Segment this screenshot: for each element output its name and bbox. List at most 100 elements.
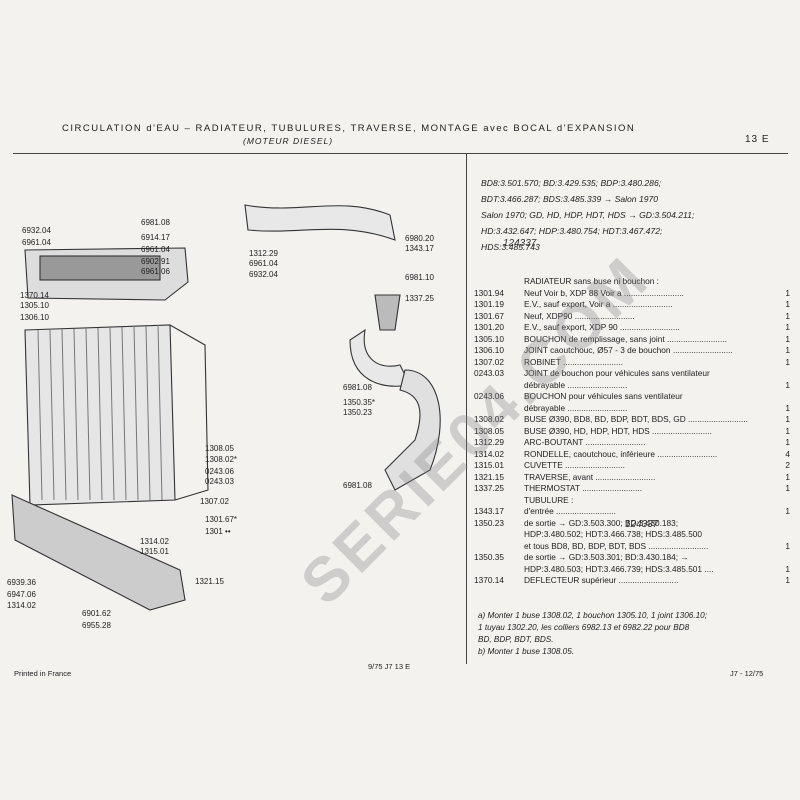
part-description: E.V., sauf export, Voir a ..............… (524, 299, 673, 309)
part-quantity: 1 (785, 379, 790, 390)
part-callout: 1343.17 (405, 244, 434, 253)
part-callout: 6939.36 (7, 578, 36, 587)
part-quantity (778, 518, 790, 530)
part-quantity: 1 (785, 345, 790, 355)
part-quantity: 1 (785, 322, 790, 332)
part-quantity: 1 (785, 299, 790, 309)
part-quantity (778, 391, 790, 403)
part-callout: 1306.10 (20, 313, 49, 322)
part-row: RADIATEUR sans buse ni bouchon : (474, 276, 790, 288)
part-quantity: 1 (785, 540, 790, 551)
part-row: 1350.35 de sortie → GD:3.503.301; BD:3.43… (474, 552, 790, 564)
part-ref: 0243.06 (474, 391, 504, 401)
page-subtitle: (MOTEUR DIESEL) (243, 136, 334, 146)
part-row: HDP:3.480.503; HDT:3.466.739; HDS:3.485.… (474, 564, 790, 576)
serial-line: HDS:3.485.743 (481, 242, 540, 252)
part-callout: 1314.02 (140, 537, 169, 546)
part-quantity: 1 (785, 575, 790, 585)
header-divider (13, 153, 788, 154)
part-ref: 1301.20 (474, 322, 504, 332)
part-description: BUSE Ø390, HD, HDP, HDT, HDS ...........… (524, 425, 712, 436)
part-description: ROBINET .......................... (524, 356, 623, 367)
handwritten-note: 124337 (503, 238, 537, 249)
part-ref (474, 529, 524, 541)
part-ref: 1312.29 (474, 437, 504, 447)
part-row: HDP:3.480.502; HDT:3.466.738; HDS:3.485.… (474, 529, 790, 541)
page-number: 13 E (745, 134, 770, 145)
part-ref: 1350.23 (474, 517, 504, 528)
part-description: E.V., sauf export, XDP 90 ..............… (524, 322, 680, 332)
note-line: BD, BDP, BDT, BDS. (478, 635, 554, 644)
part-callout: 1350.23 (343, 408, 372, 417)
part-description: d'entrée .......................... (524, 506, 616, 516)
part-ref: 1301.19 (474, 299, 504, 309)
part-callout: 1337.25 (405, 294, 434, 303)
part-quantity: 1 (785, 483, 790, 493)
serial-line: BDT:3.466.287; BDS:3.485.339 → Salon 197… (481, 194, 659, 204)
part-description: JOINT de bouchon pour véhicules sans ven… (524, 368, 710, 378)
note-line: a) Monter 1 buse 1308.02, 1 bouchon 1305… (478, 611, 707, 620)
printed-in: Printed in France (14, 669, 72, 678)
part-quantity: 1 (785, 356, 790, 367)
part-description: TRAVERSE, avant ........................… (524, 471, 656, 482)
part-description: RADIATEUR sans buse ni bouchon : (524, 276, 659, 286)
part-quantity (778, 495, 790, 507)
part-ref: 0243.03 (474, 368, 504, 378)
part-quantity: 2 (785, 460, 790, 470)
serial-line: BD8:3.501.570; BD:3.429.535; BDP:3.480.2… (481, 178, 662, 188)
note-line: b) Monter 1 buse 1308.05. (478, 647, 575, 656)
part-callout: 6947.06 (7, 590, 36, 599)
part-ref: 1307.02 (474, 356, 504, 367)
part-callout: 6980.20 (405, 234, 434, 243)
part-callout: 6955.28 (82, 621, 111, 630)
part-ref: 1350.35 (474, 552, 504, 562)
part-quantity (778, 276, 790, 288)
part-callout: 1301 •• (205, 527, 231, 536)
part-description: de sortie → GD:3.503.300; BD:3.430.183; (524, 517, 679, 528)
part-description: et tous BD8, BD, BDP, BDT, BDS .........… (524, 540, 709, 551)
part-quantity: 4 (785, 448, 790, 459)
part-callout: 6961.06 (141, 267, 170, 276)
part-description: ARC-BOUTANT .......................... (524, 437, 646, 447)
part-ref: 1301.67 (474, 310, 504, 321)
page-title: CIRCULATION d'EAU – RADIATEUR, TUBULURES… (62, 123, 636, 134)
note-line: 1 tuyau 1302.20, les colliers 6982.13 et… (478, 623, 690, 632)
handwritten-note-2: 124337 (625, 519, 659, 530)
part-quantity: 1 (785, 402, 790, 413)
footer-code: 9/75 J7 13 E (368, 662, 411, 671)
part-ref: 1308.05 (474, 425, 504, 436)
part-ref: 1306.10 (474, 345, 504, 355)
part-ref: 1305.10 (474, 333, 504, 344)
part-row: 1343.17 d'entrée ........................… (474, 506, 790, 518)
part-callout: 6981.08 (343, 383, 372, 392)
part-callout: 6981.08 (141, 218, 170, 227)
part-quantity: 1 (785, 437, 790, 447)
part-ref (474, 541, 524, 553)
part-row: 1301.19 E.V., sauf export, Voir a .......… (474, 299, 790, 311)
part-ref (474, 495, 524, 507)
part-description: de sortie → GD:3.503.301; BD:3.430.184; … (524, 552, 689, 562)
part-row: 1350.23 de sortie → GD:3.503.300; BD:3.43… (474, 518, 790, 530)
part-description: Neuf Voir b, XDP 88 Voir a .............… (524, 287, 684, 298)
part-row: 0243.03 JOINT de bouchon pour véhicules s… (474, 368, 790, 380)
footer-ref: J7 - 12/75 (730, 669, 764, 678)
part-ref: 1315.01 (474, 460, 504, 470)
part-ref: 1343.17 (474, 506, 504, 516)
part-quantity: 1 (785, 333, 790, 344)
part-description: RONDELLE, caoutchouc, inférieure .......… (524, 448, 718, 459)
part-row: 1301.20 E.V., sauf export, XDP 90 .......… (474, 322, 790, 334)
part-quantity: 1 (785, 563, 790, 574)
serial-line: Salon 1970; GD, HD, HDP, HDT, HDS → GD:3… (481, 210, 695, 220)
part-row: 1307.02 ROBINET .........................… (474, 357, 790, 369)
part-callout: 6981.08 (343, 481, 372, 490)
